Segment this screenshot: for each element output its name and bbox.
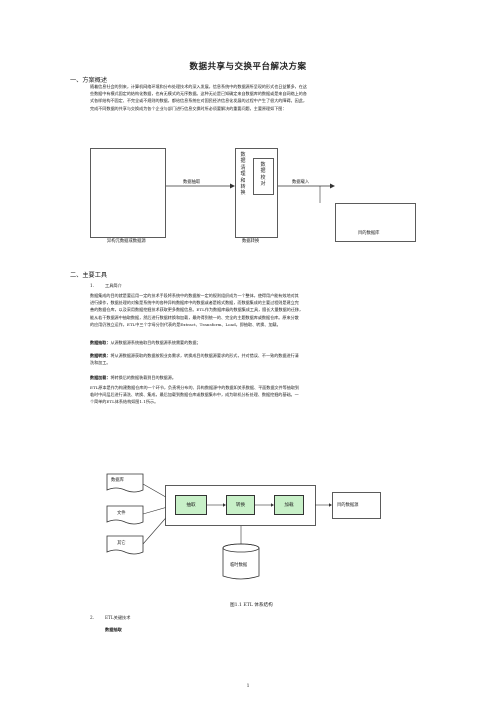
extract-desc: 从源数据源系统抽取目的数据源系统需要的数据； (110, 340, 201, 345)
document-title: 数据共享与交换平台解决方案 (189, 62, 307, 72)
subsection-number-2: 2. (90, 615, 94, 620)
overview-line: 些数据中有模式固定的结构化数据，也有无模式的无序数据。这种无论是已知确定来自数据… (90, 91, 307, 97)
section-heading-overview: 一、方案概述 (70, 77, 108, 84)
etl-diagram-connectors (106, 473, 381, 580)
etl-extract-box: 抽取 (175, 495, 207, 515)
intro-line: 能从若干数据源中抽取数据，然后进行数据转换和加载，最终得到统一的、完全的主题数据… (90, 314, 299, 320)
etl-load-box: 加载 (274, 495, 304, 515)
data-exchange-diagram: 异构元数据或数据源 数据抽取 数据清理和转换 数据校对 数据载入 数据转换 目的… (90, 148, 420, 248)
extract-label: 数据抽取 (183, 180, 201, 185)
section-heading-tools: 二、主要工具 (70, 272, 108, 279)
intro-line: 数据集成的目的就是要运用一定的技术手段将系统中的数据按一定的规则组织成为一个整体… (90, 293, 299, 298)
tools-intro-paragraph: 数据集成的目的就是要运用一定的技术手段将系统中的数据按一定的规则组织成为一个整体… (90, 292, 303, 328)
source-label: 异构元数据或数据源 (107, 239, 146, 244)
extract-definition: 数据抽取：从源数据源系统抽取目的数据源系统需要的数据； (90, 339, 201, 346)
subsection-number-1: 1. (90, 283, 94, 288)
source-file-label: 文件 (117, 511, 126, 516)
source-db-label: 数据库 (111, 478, 124, 483)
transform-desc: 将从源数据源获取的数据按照业务需求，转换成目的数据源要求的形式，并对错误、不一致… (110, 353, 299, 358)
etl-architecture-diagram: 数据库 文件 其它 抽取 转换 加载 目的数据源 临时数据 (105, 470, 385, 600)
temp-data-label: 临时数据 (230, 563, 248, 568)
load-term: 数据加载： (90, 375, 111, 380)
subsection-title-intro: 工具简介 (105, 283, 122, 288)
extract-term: 数据抽取： (90, 340, 111, 345)
clean-transform-label: 数据清理和转换 (240, 152, 246, 197)
verify-label: 数据校对 (260, 162, 266, 188)
etl-line: 个简单的ETL体系结构如图1.1所示。 (90, 399, 159, 405)
intro-line: 的应用仍独立运作，ETL中三个字母分别代表的是Extract、Transform… (90, 321, 281, 327)
diagram-connectors (90, 148, 416, 242)
etl-transform-box: 转换 (226, 495, 255, 515)
page-number: 1 (246, 684, 250, 689)
etl-line: 临时中间层后进行清洗、转换、集成，最后加载到数据仓库或数据集市中，成为联机分析处… (90, 392, 299, 398)
overview-line: 随着信息社会的到来，计算机网络环境和分布处理技术的深入发展，信息系统中的数据源所… (90, 84, 307, 89)
load-definition: 数据加载：将转换后的数据装载到目的数据源。 (90, 374, 176, 381)
overview-paragraph: 随着信息社会的到来，计算机网络环境和分布处理技术的深入发展，信息系统中的数据源所… (90, 83, 307, 112)
overview-line: 完成不同数据的共享与交换成为各个企业与部门进行信息交换时所必须要解决的重要问题，… (90, 105, 287, 111)
overview-line: 式各样结构不固定、不完全或不规则的数据，都给信息系统在对国民经济信息化发展的过程… (90, 98, 307, 104)
intro-line: 善的数据仓库，以及采用数据挖掘技术获取更多数据信息。ETL作为数据库级的数据集成… (90, 307, 304, 313)
target-source-label: 目的数据源 (337, 503, 359, 508)
source-other-label: 其它 (117, 541, 126, 546)
subsection-item-extract: 数据抽取 (105, 627, 122, 632)
intro-line: 进行操作，数据处理的对象是系统中的各种异构数据库中的数据或者是格式数据，而数据集… (90, 300, 299, 306)
etl-paragraph: ETL原本是作为构建数据仓库的一个环节，负责将分布的、异构数据源中的数据如关系数… (90, 384, 299, 406)
transform-label: 数据转换 (242, 239, 260, 244)
etl-line: ETL原本是作为构建数据仓库的一个环节，负责将分布的、异构数据源中的数据如关系数… (90, 385, 300, 390)
subsection-title-etl-tech: ETL关键技术 (105, 615, 131, 620)
transform-term: 数据转换： (90, 353, 111, 358)
load-label: 数据载入 (292, 180, 310, 185)
transform-desc-cont: 洗和加工。 (90, 360, 111, 366)
target-db-label: 目的数据库 (358, 231, 380, 236)
figure-caption: 图1.1 ETL 体系结构 (230, 603, 273, 608)
load-desc: 将转换后的数据装载到目的数据源。 (110, 375, 176, 380)
transform-definition: 数据转换：将从源数据源获取的数据按照业务需求，转换成目的数据源要求的形式，并对错… (90, 352, 299, 366)
